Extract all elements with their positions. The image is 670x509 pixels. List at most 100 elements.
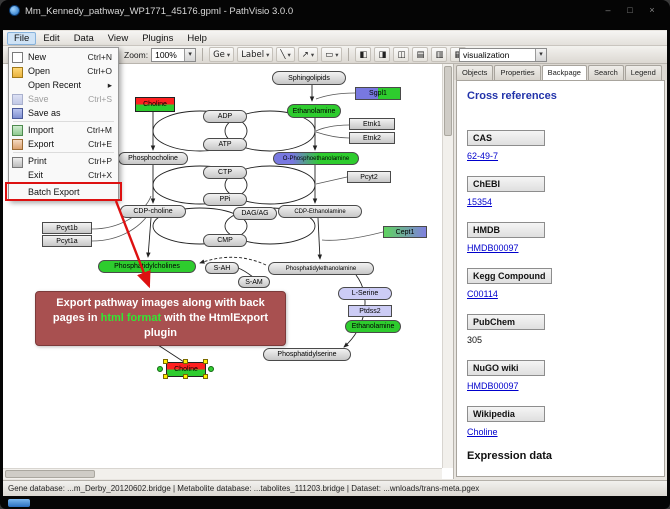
toolbar-separator [202,48,204,61]
connector-button[interactable]: ↗▾ [297,47,319,62]
menu-item-save-as[interactable]: Save as [9,106,118,120]
pathway-node-ethanolamine-top[interactable]: Ethanolamine [287,104,341,118]
align-left-button[interactable]: ◫ [393,47,410,62]
pathway-node-pcyt2[interactable]: Pcyt2 [347,171,391,183]
menu-item-export[interactable]: Export Ctrl+E [9,137,118,151]
selection-handle[interactable] [163,374,168,379]
xref-link[interactable]: HMDB00097 [467,381,519,391]
zoom-combobox[interactable]: 100% ▾ [151,47,197,62]
selection-handle[interactable] [183,374,188,379]
canvas-horizontal-scrollbar[interactable] [3,468,442,479]
menu-edit[interactable]: Edit [43,32,60,44]
selection-handle[interactable] [163,359,168,364]
selection-handle[interactable] [203,374,208,379]
line-button[interactable]: ╲▾ [276,47,295,62]
pathway-node-etnk2[interactable]: Etnk2 [349,132,395,144]
pathway-node-pcyt1b[interactable]: Pcyt1b [42,222,92,234]
tab-backpage[interactable]: Backpage [541,65,587,80]
scrollbar-thumb[interactable] [5,470,95,478]
canvas-vertical-scrollbar[interactable] [442,64,453,468]
xref-link[interactable]: HMDB00097 [467,243,519,253]
menu-item-batch-export[interactable]: Batch Export [9,185,118,199]
menu-item-open[interactable]: Open Ctrl+O [9,64,118,78]
label-button[interactable]: Label▾ [237,47,274,62]
distribute-vertical-icon: ▦ [454,50,462,60]
menu-item-open-recent[interactable]: Open Recent ▸ [9,78,118,92]
menu-item-exit[interactable]: Exit Ctrl+X [9,168,118,182]
xref-section-cas: CAS 62-49-7 [467,128,654,161]
chevron-down-icon: ▾ [535,49,546,61]
selection-handle[interactable] [183,359,188,364]
pathway-node-sphingolipids[interactable]: Sphingolipids [272,71,346,85]
align-top-button[interactable]: ▤ [412,47,429,62]
pathway-node-phosphatidylcholines[interactable]: Phosphatidylcholines [98,260,196,273]
menu-item-label: Exit [28,170,44,180]
datanode-button[interactable]: Ge▾ [209,47,235,62]
menu-icon-spacer [12,80,23,91]
distribute-horizontal-button[interactable]: ▥ [431,47,448,62]
menu-plugins[interactable]: Plugins [142,32,174,44]
menu-item-import[interactable]: Import Ctrl+M [9,123,118,137]
maximize-button[interactable]: □ [627,5,633,15]
pathway-node-cdp-ethanolamine[interactable]: CDP-Ethanolamine [278,205,362,218]
xref-link[interactable]: 15354 [467,197,493,207]
rotation-handle[interactable] [157,366,163,372]
pathway-node-atp[interactable]: ATP [203,138,247,151]
menu-data[interactable]: Data [73,32,94,44]
pathway-node-etnk1[interactable]: Etnk1 [349,118,395,130]
menu-help[interactable]: Help [187,32,207,44]
pathway-node-o-phosphoethanolamine[interactable]: O-Phosphoethanolamine [273,152,359,165]
xref-link[interactable]: 62-49-7 [467,151,499,161]
annotation-text-highlight: html format [100,312,162,325]
align-vertical-center-button[interactable]: ◨ [374,47,391,62]
scrollbar-thumb[interactable] [444,66,452,136]
pathway-node-ethanolamine-bottom[interactable]: Ethanolamine [345,320,401,333]
menu-item-save[interactable]: Save Ctrl+S [9,92,118,106]
pathway-node-l-serine[interactable]: L-Serine [338,287,392,300]
menu-item-new[interactable]: New Ctrl+N [9,50,118,64]
tab-properties[interactable]: Properties [494,65,541,80]
minimize-button[interactable]: – [605,5,611,15]
shape-button[interactable]: ▭▾ [321,47,343,62]
menu-file[interactable]: File [7,31,37,45]
pathway-node-cept1[interactable]: Cept1 [383,226,427,238]
visualization-combobox[interactable]: visualization ▾ [459,48,547,62]
pathway-node-ptdss2[interactable]: Ptdss2 [348,305,392,317]
label-icon: Label [241,49,265,60]
xref-section-kegg: Kegg Compound C00114 [467,266,654,299]
align-top-icon: ▤ [416,49,425,60]
rotation-handle[interactable] [208,366,214,372]
xref-link[interactable]: Choline [467,427,498,437]
menu-view[interactable]: View [107,32,129,44]
pathway-node-s-am[interactable]: S-AM [238,276,270,288]
import-icon [12,124,23,136]
pathway-node-choline-top[interactable]: Choline [135,97,175,112]
tab-objects[interactable]: Objects [456,65,494,80]
chevron-down-icon: ▾ [226,50,231,59]
pathway-node-cdp-choline[interactable]: CDP-choline [120,205,186,218]
xref-link[interactable]: C00114 [467,289,498,299]
save-disk-icon [12,93,23,105]
pathway-node-ppi[interactable]: PPi [203,193,247,206]
pathway-node-dag-ag[interactable]: DAG/AG [233,207,277,220]
close-button[interactable]: × [649,5,655,15]
pathway-node-phosphatidylserine[interactable]: Phosphatidylserine [263,348,351,361]
pathway-node-adp[interactable]: ADP [203,110,247,123]
pathway-node-sgpl1[interactable]: Sgpl1 [355,87,401,100]
pathway-node-phosphatidylethanolamine[interactable]: Phosphatidylethanolamine [268,262,374,275]
xref-value: 305 [467,335,483,345]
xref-source-name: Wikipedia [467,406,545,422]
align-horizontal-center-button[interactable]: ◧ [355,47,372,62]
menu-item-print[interactable]: Print Ctrl+P [9,154,118,168]
pathway-node-cmp[interactable]: CMP [203,234,247,247]
statusbar-text: Gene database: ...m_Derby_20120602.bridg… [8,484,480,493]
xref-source-name: ChEBI [467,176,545,192]
pathway-node-s-ah[interactable]: S-AH [205,262,239,274]
pathway-node-ctp[interactable]: CTP [203,166,247,179]
pathway-node-phosphocholine[interactable]: Phosphocholine [118,152,188,165]
selection-handle[interactable] [203,359,208,364]
pathway-node-pcyt1a[interactable]: Pcyt1a [42,235,92,247]
menu-shortcut: Ctrl+S [88,94,112,104]
tab-legend[interactable]: Legend [624,65,662,80]
tab-search[interactable]: Search [587,65,624,80]
